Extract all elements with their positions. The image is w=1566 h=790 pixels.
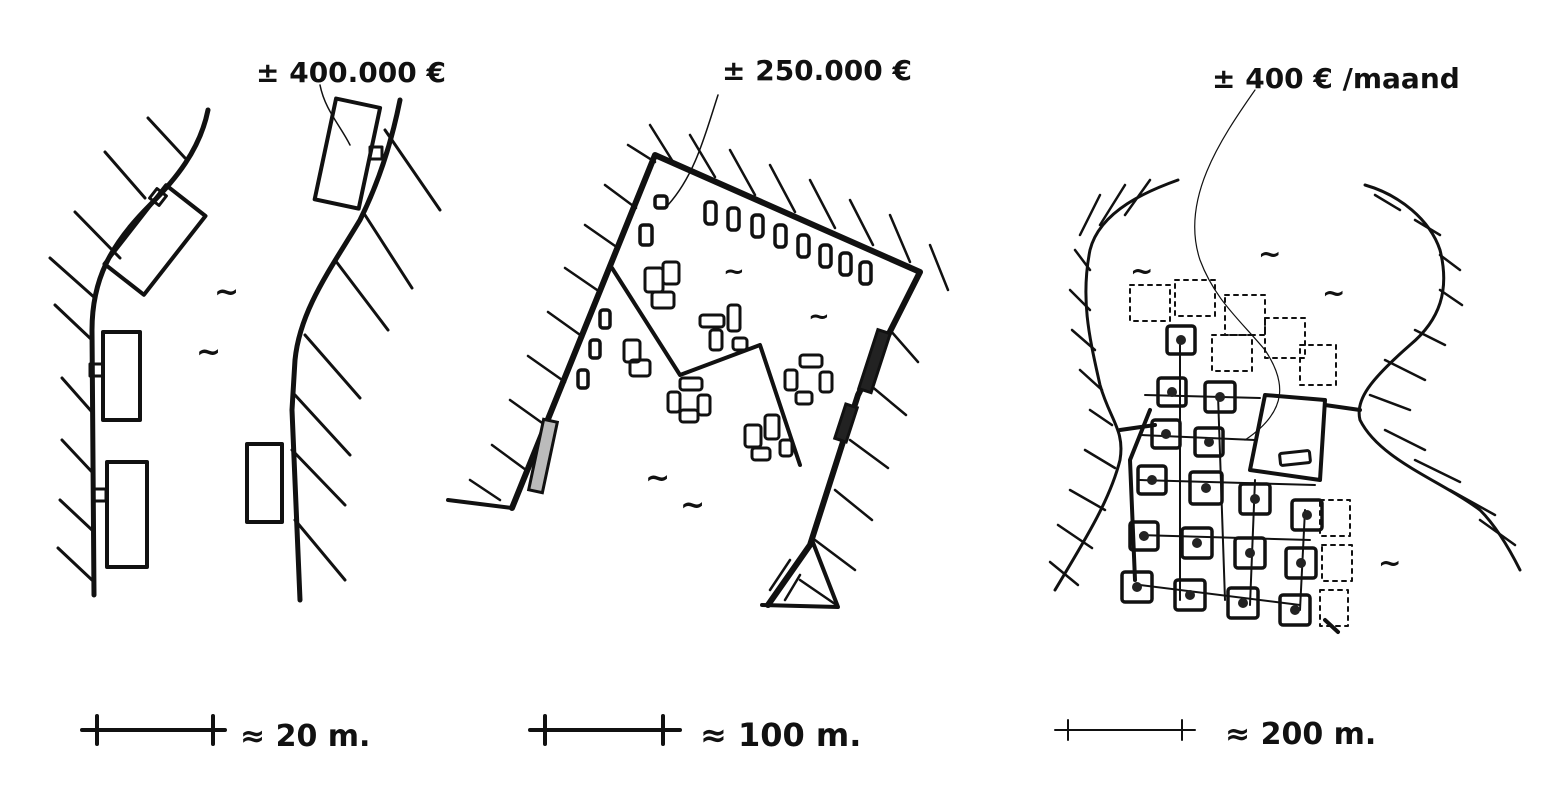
unit-cores (1132, 335, 1312, 615)
houseboat-5 (245, 442, 284, 524)
scale-label: ≈ 200 m. (1225, 717, 1376, 752)
houseboat-1 (102, 183, 208, 297)
canal-left-bank (89, 107, 211, 598)
water-symbol: ~ (808, 302, 830, 332)
future-units-dashed (1129, 279, 1353, 627)
water-symbol: ~ (214, 275, 239, 310)
water-symbol: ~ (196, 335, 221, 370)
water-symbol: ~ (1378, 546, 1401, 579)
water-symbol: ~ (723, 257, 745, 287)
inner-boats (622, 260, 834, 462)
water-symbol: ~ (1258, 237, 1281, 270)
price-leader-line (1194, 89, 1281, 441)
water-symbol: ~ (1130, 254, 1153, 287)
price-label: ± 250.000 € (722, 54, 912, 87)
scale-bar-3: ≈ 200 m. (1054, 717, 1376, 752)
right-bank-hatching (290, 128, 442, 582)
scale-label: ≈ 100 m. (700, 716, 861, 754)
gangways (88, 145, 384, 503)
price-leader-line (667, 94, 719, 206)
water-symbol: ~ (645, 461, 670, 496)
houseboat-2 (101, 330, 142, 422)
price-label: ± 400 € /maand (1212, 62, 1460, 95)
water-symbol: ~ (1322, 276, 1345, 309)
scale-bar-2: ≈ 100 m. (528, 714, 861, 754)
harbour-corner (760, 538, 840, 609)
houseboat-3 (105, 460, 149, 569)
jetty (1278, 449, 1312, 467)
scale-bar-1: ≈ 20 m. (80, 714, 370, 754)
price-label: ± 400.000 € (256, 56, 446, 89)
right-shore-hatching (1368, 193, 1517, 547)
harbour-hatching (468, 123, 950, 606)
left-shore-hatching (1048, 178, 1152, 587)
left-bank-hatching (48, 116, 187, 582)
inner-pier (610, 266, 802, 467)
canal-right-bank (289, 97, 403, 603)
grid-frame (1118, 393, 1362, 634)
price-leader-line (319, 84, 351, 146)
long-boats (526, 327, 893, 495)
panel-floating-grid: ~ ~ ~ ~ ± 400 € /maand (1048, 62, 1522, 634)
scale-label: ≈ 20 m. (240, 719, 370, 754)
right-shoreline (1357, 183, 1522, 572)
panel-harbour: ~ ~ ~ ~ ± 250.000 € (446, 54, 950, 609)
left-shoreline (1053, 178, 1180, 592)
water-symbol: ~ (680, 488, 705, 523)
harbour-baseline (446, 498, 514, 510)
floating-units (1120, 324, 1324, 627)
moored-boats (576, 194, 873, 390)
panel-canal-houseboats: ~ ~ ± 400.000 € (48, 56, 446, 603)
